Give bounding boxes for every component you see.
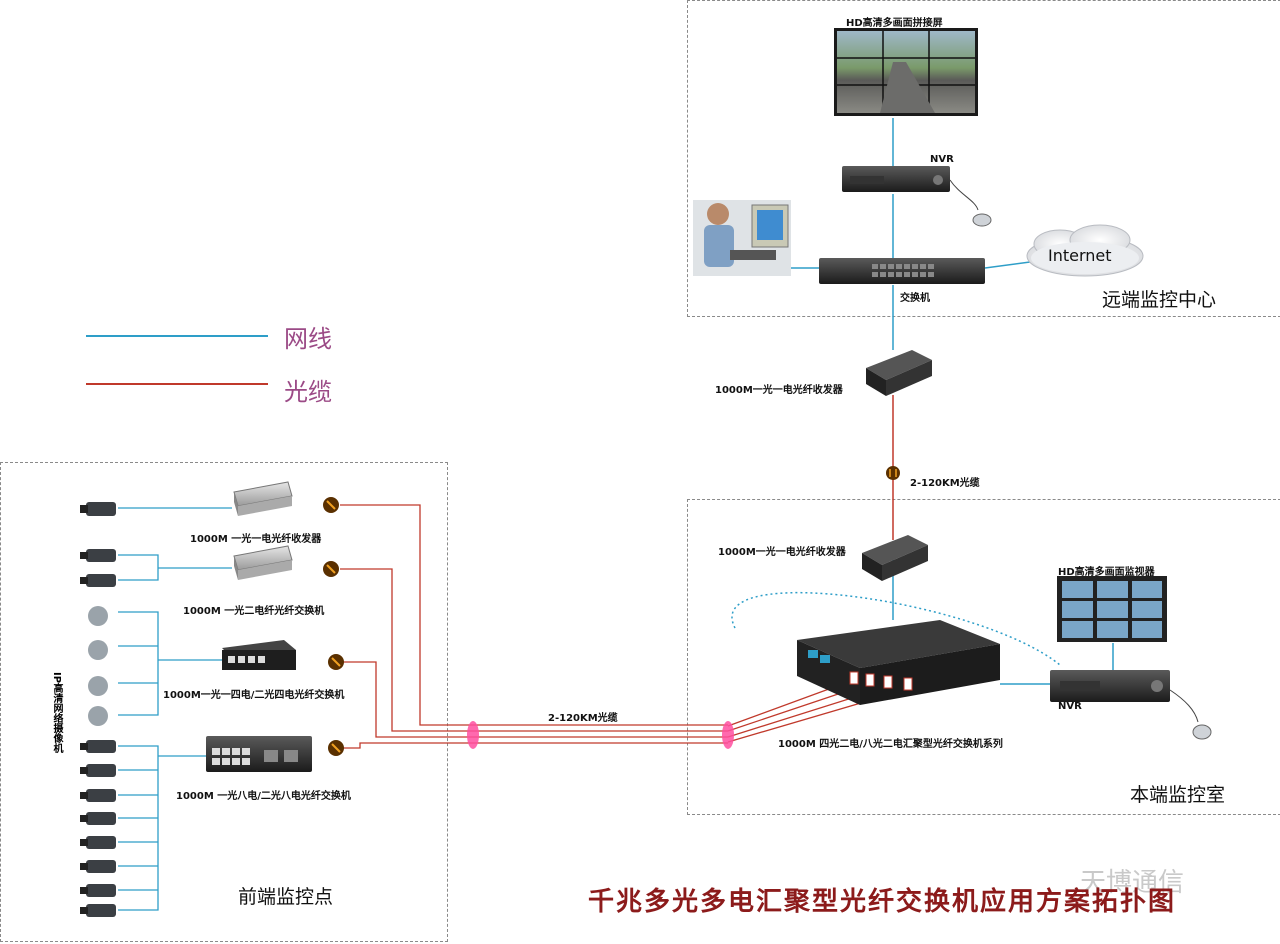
remote-nvr-device — [842, 166, 950, 192]
local-nvr-label: NVR — [1058, 701, 1082, 712]
remote-center-region — [687, 0, 1280, 317]
front-device2-label: 1000M 一光二电纤光纤交换机 — [183, 606, 325, 617]
local-transceiver-device — [862, 535, 928, 581]
video-wall — [834, 28, 978, 116]
front-site-region — [0, 462, 448, 942]
legend-fiber-label: 光缆 — [284, 378, 332, 406]
local-transceiver-label: 1000M一光一电光纤收发器 — [718, 547, 846, 558]
local-monitor-label: HD高清多画面监视器 — [1058, 567, 1155, 578]
front-device4-label: 1000M 一光八电/二光八电光纤交换机 — [176, 791, 351, 802]
backbone-fiber-label: 2-120KM光缆 — [910, 478, 980, 489]
front-switch-4port — [222, 640, 296, 670]
remote-mouse — [949, 179, 992, 227]
internet-label: Internet — [1048, 246, 1112, 265]
legend-network-label: 网线 — [284, 325, 332, 353]
remote-transceiver-label: 1000M一光一电光纤收发器 — [715, 385, 843, 396]
front-transceiver-1 — [233, 481, 293, 516]
front-transceiver-2 — [233, 545, 293, 580]
fiber-connectors-front — [323, 497, 344, 756]
camera-label: IP高清网络摄像机 — [51, 672, 62, 754]
bundle-ring-left — [467, 721, 479, 749]
aggregator-label: 1000M 四光二电/八光二电汇聚型光纤交换机系列 — [778, 739, 1003, 750]
front-network-links — [118, 507, 232, 911]
remote-switch-label: 交换机 — [900, 293, 930, 304]
front-fiber-bundle — [340, 504, 913, 749]
local-monitor — [1057, 576, 1167, 642]
front-site-title: 前端监控点 — [238, 886, 334, 908]
bundle-ring-right — [722, 721, 734, 749]
front-device1-label: 1000M 一光一电光纤收发器 — [190, 534, 322, 545]
local-room-region — [687, 499, 1280, 815]
watermark-text: 天博通信 — [1080, 868, 1185, 898]
remote-transceiver-device — [866, 350, 932, 396]
diagram-title: 千兆多光多电汇聚型光纤交换机应用方案拓扑图 — [588, 887, 1177, 917]
remote-center-title: 远端监控中心 — [1102, 289, 1217, 311]
internet-cloud — [1026, 224, 1144, 277]
local-room-title: 本端监控室 — [1130, 784, 1226, 806]
operator-workstation — [693, 200, 791, 276]
front-device3-label: 1000M一光一四电/二光四电光纤交换机 — [163, 690, 345, 701]
aggregator-switch-device — [797, 620, 1000, 705]
remote-switch-device — [819, 258, 985, 284]
remote-network-links — [790, 118, 1114, 685]
local-nvr-device — [1050, 670, 1170, 702]
bundle-fiber-label: 2-120KM光缆 — [548, 713, 618, 724]
remote-nvr-label: NVR — [930, 154, 954, 165]
local-mouse — [1169, 689, 1212, 740]
video-wall-label: HD高清多画面拼接屏 — [846, 18, 943, 29]
fiber-connector-top — [886, 466, 900, 480]
camera-icons — [80, 502, 116, 917]
front-switch-8port — [206, 736, 312, 772]
